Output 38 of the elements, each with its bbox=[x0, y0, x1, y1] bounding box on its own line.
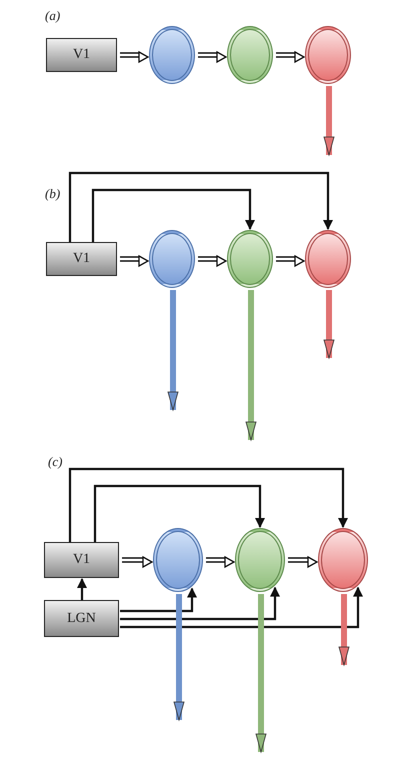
arrow bbox=[94, 484, 265, 542]
arrow bbox=[77, 578, 87, 600]
arrow bbox=[324, 290, 334, 358]
arrow bbox=[246, 290, 256, 440]
arrow bbox=[121, 556, 153, 568]
arrow bbox=[119, 51, 149, 63]
arrow bbox=[205, 556, 235, 568]
circle-node bbox=[235, 528, 285, 592]
arrow bbox=[197, 255, 227, 267]
arrow bbox=[174, 594, 184, 720]
arrow bbox=[275, 255, 305, 267]
circle-node bbox=[318, 528, 368, 592]
process-box bbox=[44, 542, 119, 578]
arrow bbox=[120, 586, 280, 620]
process-box bbox=[44, 600, 119, 637]
node-label: V1 bbox=[72, 47, 90, 63]
circle-node bbox=[153, 528, 203, 592]
arrow bbox=[338, 594, 350, 666]
arrow bbox=[120, 586, 363, 628]
process-box bbox=[46, 242, 117, 276]
process-box bbox=[46, 38, 117, 72]
panel-label: (a) bbox=[45, 8, 60, 24]
arrow bbox=[68, 172, 333, 242]
arrow bbox=[68, 468, 348, 542]
panel-label: (c) bbox=[48, 454, 62, 470]
arrow bbox=[324, 86, 334, 156]
node-label: LGN bbox=[67, 610, 96, 626]
arrow bbox=[168, 290, 178, 410]
panel-label: (b) bbox=[45, 186, 60, 202]
arrow bbox=[287, 556, 318, 568]
arrow bbox=[92, 188, 255, 242]
arrow bbox=[275, 51, 305, 63]
arrow bbox=[256, 594, 266, 752]
node-label: V1 bbox=[72, 552, 90, 568]
arrow bbox=[120, 588, 197, 612]
node-label: V1 bbox=[72, 251, 90, 267]
arrow bbox=[197, 51, 227, 63]
arrow bbox=[119, 255, 149, 267]
